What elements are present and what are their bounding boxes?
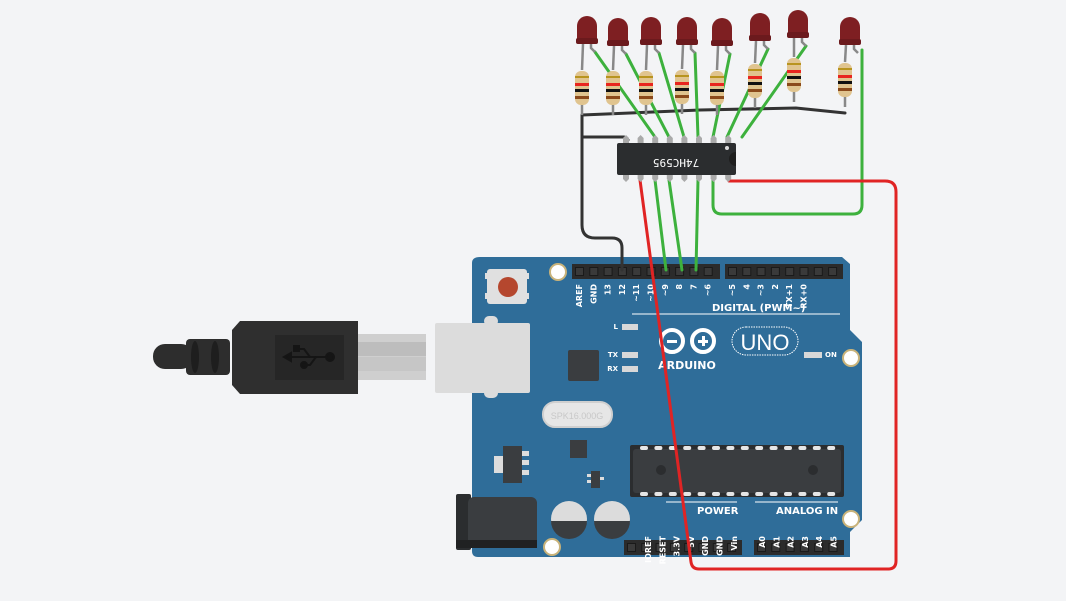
- pin-label: A5: [830, 536, 839, 548]
- svg-text:L: L: [614, 323, 619, 331]
- capacitor: [551, 501, 587, 539]
- svg-text:TX: TX: [608, 351, 619, 359]
- led-on-indicator: ON: [804, 351, 837, 359]
- pin-label: A3: [801, 536, 810, 548]
- led-tx-indicator: TX: [608, 351, 638, 359]
- red-led[interactable]: [839, 17, 861, 45]
- pin-label: A0: [758, 536, 767, 548]
- digital-pwm-label: DIGITAL (PWM~): [712, 303, 805, 314]
- pin-label: GND: [589, 284, 598, 304]
- wire-led-to-ic[interactable]: [657, 51, 686, 139]
- svg-text:ARDUINO: ARDUINO: [658, 359, 716, 372]
- pin-label: A4: [815, 536, 824, 548]
- reset-button[interactable]: [485, 269, 529, 304]
- resistor[interactable]: [639, 71, 653, 115]
- wire-gnd-to-arduino[interactable]: [580, 113, 624, 272]
- wire-gnd-to-ic[interactable]: [580, 135, 630, 142]
- red-led[interactable]: [787, 10, 809, 38]
- usb-symbol-icon: [281, 345, 335, 369]
- resistor[interactable]: [675, 70, 689, 114]
- wires: [580, 44, 898, 571]
- led-rx-indicator: RX: [607, 365, 638, 373]
- pin-label: ~10: [647, 284, 656, 302]
- resistor[interactable]: [710, 71, 724, 115]
- wire-led-to-ic[interactable]: [725, 47, 770, 139]
- arduino-uno-board[interactable]: SPK16.000G: [435, 257, 862, 564]
- shift-register-74hc595[interactable]: 74HC595: [617, 135, 736, 182]
- pin-label: 2: [771, 284, 780, 290]
- usb-cable[interactable]: [153, 321, 426, 394]
- wire-ic-to-pin9[interactable]: [694, 178, 700, 272]
- led-l-indicator: L: [614, 323, 638, 331]
- resistor[interactable]: [606, 71, 620, 115]
- wire-led-to-ic[interactable]: [693, 51, 700, 139]
- wire-red-vcc[interactable]: [638, 178, 898, 571]
- svg-text:SPK16.000G: SPK16.000G: [551, 411, 604, 421]
- capacitor: [594, 501, 630, 539]
- pin-label: A2: [787, 536, 796, 548]
- uno-badge: UNO: [731, 326, 799, 356]
- resistor[interactable]: [838, 63, 852, 107]
- mounting-hole: [549, 263, 567, 281]
- pin-label: RESET: [658, 535, 667, 564]
- red-led[interactable]: [749, 13, 771, 41]
- red-led[interactable]: [711, 18, 733, 46]
- digital-header-right[interactable]: [725, 264, 843, 279]
- pin-label: ~11: [632, 284, 641, 302]
- pin-label: TX+1: [785, 284, 794, 308]
- pin-label: IOREF: [644, 536, 653, 563]
- resistor[interactable]: [748, 64, 762, 108]
- red-led[interactable]: [607, 18, 629, 46]
- pin-label: 3.3V: [673, 535, 682, 556]
- pin-label: GND: [701, 536, 710, 556]
- pin-label: ~3: [757, 284, 766, 296]
- wire-ic-to-pin11[interactable]: [653, 178, 668, 272]
- pin-label: A1: [772, 536, 781, 548]
- red-led[interactable]: [640, 17, 662, 45]
- pin-label: 13: [604, 284, 613, 295]
- pin-label: 8: [675, 284, 684, 290]
- pin-label: 5V: [687, 535, 696, 548]
- crystal-oscillator: SPK16.000G: [542, 401, 613, 428]
- power-label: POWER: [697, 506, 739, 517]
- mounting-hole: [842, 349, 860, 367]
- wire-led-to-ic[interactable]: [593, 50, 657, 139]
- mounting-hole: [842, 510, 860, 528]
- red-led[interactable]: [676, 17, 698, 45]
- pin-label: 4: [742, 284, 751, 290]
- power-header[interactable]: [624, 540, 742, 555]
- pin-label: ~6: [704, 284, 713, 297]
- power-jack[interactable]: [456, 494, 537, 550]
- resistor[interactable]: [787, 58, 801, 102]
- pin-label: Vin: [730, 536, 739, 551]
- pin-label: RX+0: [800, 284, 809, 309]
- svg-text:RX: RX: [607, 365, 618, 373]
- atmega-microcontroller: [630, 445, 844, 497]
- pin-label: 7: [689, 284, 698, 290]
- svg-text:ON: ON: [825, 351, 837, 359]
- usb-controller-chip: [568, 350, 599, 381]
- voltage-regulator: [494, 446, 529, 483]
- pin-label: GND: [716, 536, 725, 556]
- wire-gnd-bus[interactable]: [580, 106, 847, 117]
- pin-label: ~9: [661, 284, 670, 297]
- ic-label: 74HC595: [653, 156, 699, 169]
- pin-label: 12: [618, 284, 627, 295]
- pin-label: AREF: [575, 284, 584, 307]
- mounting-hole: [543, 538, 561, 556]
- wire-ic-to-led8[interactable]: [711, 48, 864, 216]
- analog-in-label: ANALOG IN: [776, 506, 838, 517]
- usb-b-port[interactable]: [435, 323, 530, 393]
- svg-text:UNO: UNO: [741, 330, 790, 355]
- wire-ic-to-pin10[interactable]: [667, 178, 684, 272]
- red-led[interactable]: [576, 16, 598, 44]
- resistor[interactable]: [575, 71, 589, 115]
- pin-label: ~5: [728, 284, 737, 297]
